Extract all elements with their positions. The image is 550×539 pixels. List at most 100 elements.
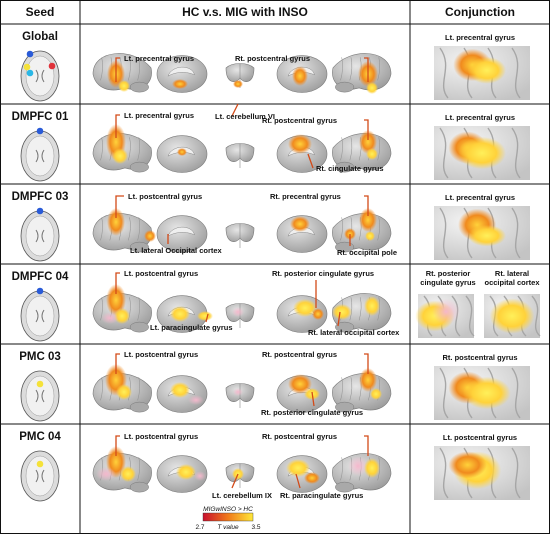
region-label: Rt. postcentral gyrus bbox=[262, 432, 337, 441]
sulcus-line bbox=[137, 297, 140, 321]
conjunction-label: Rt. postcentral gyrus bbox=[442, 353, 517, 362]
gyrus-fold bbox=[439, 47, 449, 99]
conjunction-cluster bbox=[448, 451, 487, 479]
seed-roi-marker bbox=[36, 207, 44, 215]
region-label: Lt. postcentral gyrus bbox=[124, 350, 198, 359]
colorbar-label: T value bbox=[217, 524, 239, 531]
gyrus-fold bbox=[439, 127, 449, 179]
conjunction-label: Lt. postcentral gyrus bbox=[443, 433, 517, 442]
gyrus-fold bbox=[465, 295, 475, 337]
sulcus-line bbox=[377, 57, 380, 81]
sulcus-line bbox=[137, 137, 140, 161]
gyrus-fold bbox=[511, 447, 521, 499]
seed-name: PMC 04 bbox=[19, 431, 61, 443]
label-leader-line bbox=[364, 57, 369, 82]
activation-cluster bbox=[106, 284, 126, 316]
cerebellum-shape bbox=[335, 481, 355, 493]
sulcus-line bbox=[340, 377, 343, 401]
sulcus-line bbox=[137, 377, 140, 401]
label-leader-line bbox=[295, 473, 301, 489]
activation-cluster bbox=[293, 299, 317, 317]
sulcus-line bbox=[349, 137, 353, 161]
brain-medial-surface bbox=[156, 215, 208, 253]
activation-cluster bbox=[170, 306, 190, 322]
sulcus-line bbox=[349, 57, 353, 81]
activation-cluster bbox=[364, 296, 380, 316]
colorbar-max: 3.5 bbox=[251, 524, 260, 531]
sulcus-line bbox=[100, 137, 103, 161]
activation-cluster bbox=[233, 80, 243, 88]
cerebellum-shape bbox=[335, 401, 355, 413]
seed-name: Global bbox=[22, 31, 58, 43]
brain-medial-surface bbox=[276, 215, 328, 253]
seed-roi-marker bbox=[36, 127, 44, 135]
label-leader-line bbox=[364, 435, 369, 456]
ventricles bbox=[35, 149, 45, 163]
sulcus-line bbox=[100, 217, 103, 241]
label-leader-line bbox=[205, 313, 209, 323]
cerebellum-shape bbox=[335, 321, 355, 333]
header-contrast: HC v.s. MIG with INSO bbox=[182, 5, 308, 19]
activation-cluster bbox=[116, 384, 132, 400]
seed-roi-marker bbox=[23, 63, 31, 71]
label-leader-line bbox=[311, 391, 315, 407]
seed-name: DMPFC 04 bbox=[12, 271, 69, 283]
activation-cluster bbox=[286, 459, 310, 477]
cerebellum-shape bbox=[129, 321, 149, 333]
seed-roi-marker bbox=[36, 460, 44, 468]
activation-cluster bbox=[176, 464, 196, 480]
cerebellum-shape bbox=[335, 81, 355, 93]
seed-roi-marker bbox=[48, 62, 56, 70]
region-label: Rt. cingulate gyrus bbox=[316, 164, 384, 173]
sulcus-line bbox=[128, 57, 131, 81]
white-matter bbox=[25, 215, 55, 257]
region-label: Lt. postcentral gyrus bbox=[124, 269, 198, 278]
region-label: Rt. posterior cingulate gyrus bbox=[272, 269, 374, 278]
white-matter bbox=[25, 295, 55, 337]
gyrus-fold bbox=[439, 367, 449, 419]
gyrus-fold bbox=[439, 207, 449, 259]
label-leader-line bbox=[115, 272, 120, 294]
activation-cluster bbox=[177, 148, 187, 156]
activation-cluster bbox=[120, 466, 136, 482]
region-label: Rt. lateral occipital cortex bbox=[308, 328, 400, 337]
gyrus-fold bbox=[511, 127, 521, 179]
region-label: Rt. postcentral gyrus bbox=[262, 116, 337, 125]
cerebellum-shape bbox=[129, 481, 149, 493]
header-conjunction: Conjunction bbox=[445, 5, 515, 19]
seed-name: DMPFC 03 bbox=[12, 191, 69, 203]
activation-cluster bbox=[365, 231, 375, 241]
cerebellum-shape bbox=[335, 161, 355, 173]
activation-cluster bbox=[96, 467, 116, 481]
seed-name: PMC 03 bbox=[19, 351, 61, 363]
activation-cluster bbox=[144, 230, 156, 242]
region-label: Rt. postcentral gyrus bbox=[262, 350, 337, 359]
brain-medial-surface bbox=[156, 55, 208, 93]
conjunction-cluster bbox=[489, 298, 535, 334]
region-label: Lt. precentral gyrus bbox=[124, 111, 194, 120]
ventricles bbox=[35, 69, 45, 83]
activation-cluster bbox=[366, 148, 378, 160]
label-leader-line bbox=[231, 103, 239, 117]
conjunction-cluster bbox=[458, 136, 506, 170]
white-matter bbox=[25, 55, 55, 97]
cerebellum-shape bbox=[335, 241, 355, 253]
corpus-callosum bbox=[167, 66, 195, 77]
activation-cluster bbox=[197, 311, 213, 321]
gyrus-fold bbox=[531, 295, 541, 337]
colorbar-title: MIGwINSO > HC bbox=[203, 506, 253, 513]
label-leader-line bbox=[364, 195, 369, 216]
activation-cluster bbox=[188, 395, 204, 405]
sulcus-line bbox=[349, 377, 353, 401]
activation-cluster bbox=[348, 456, 368, 476]
sulcus-line bbox=[137, 457, 140, 481]
sulcus-line bbox=[137, 217, 140, 241]
region-label: Rt. posterior cingulate gyrus bbox=[261, 408, 363, 417]
label-leader-line bbox=[364, 119, 369, 140]
sulcus-line bbox=[128, 137, 131, 161]
seed-roi-marker bbox=[26, 69, 34, 77]
region-label: Lt. postcentral gyrus bbox=[124, 432, 198, 441]
